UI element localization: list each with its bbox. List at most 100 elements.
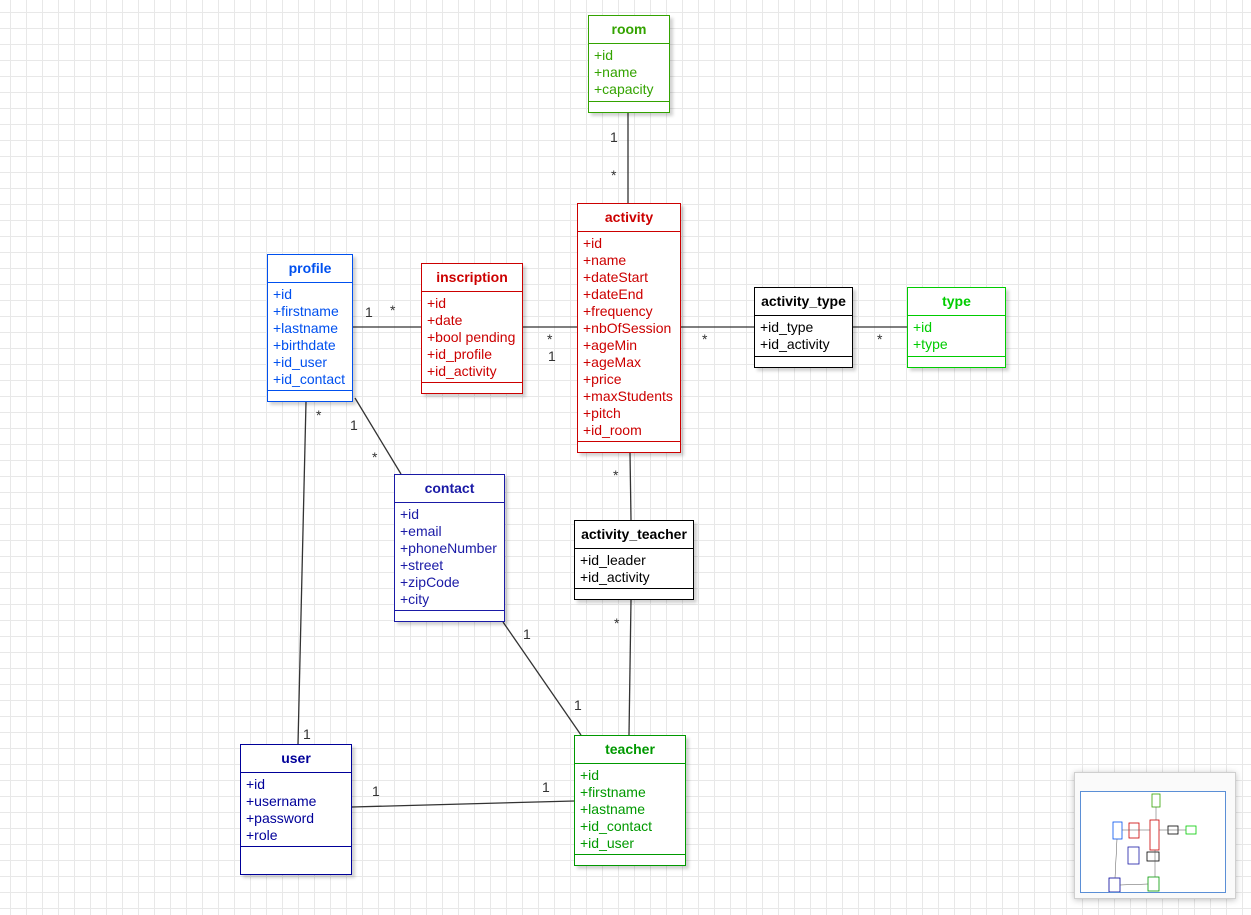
attribute: +name [594,64,638,80]
attribute: +date [427,312,463,328]
multiplicity-label: 1 [523,626,531,642]
attribute: +id_activity [580,569,650,585]
attribute-list: +id +firstname +lastname +birthdate +id_… [268,283,352,390]
attribute: +id [580,767,600,783]
multiplicity-label: 1 [574,697,582,713]
attribute: +username [246,793,317,809]
entity-methods-section [268,390,352,401]
attribute-list: +id_leader +id_activity [575,549,693,588]
attribute-list: +id +date +bool pending +id_profile +id_… [422,292,522,382]
multiplicity-label: * [390,302,396,318]
entity-teacher[interactable]: teacher +id +firstname +lastname +id_con… [574,735,686,866]
attribute: +id_profile [427,346,492,362]
attribute: +email [400,523,442,539]
attribute: +id_activity [760,336,830,352]
multiplicity-label: 1 [350,417,358,433]
attribute: +name [583,252,627,268]
entity-contact[interactable]: contact +id +email +phoneNumber +street … [394,474,505,622]
attribute: +phoneNumber [400,540,497,556]
attribute: +ageMax [583,354,641,370]
attribute: +pitch [583,405,621,421]
attribute-list: +id +username +password +role [241,773,351,846]
attribute: +password [246,810,315,826]
multiplicity-label: * [316,407,322,423]
attribute: +maxStudents [583,388,673,404]
attribute: +dateEnd [583,286,644,302]
attribute: +role [246,827,278,843]
attribute: +capacity [594,81,654,97]
entity-profile[interactable]: profile +id +firstname +lastname +birthd… [267,254,353,402]
entity-title: user [241,745,351,773]
entity-title: activity [578,204,680,232]
attribute: +id_type [760,319,814,335]
entity-methods-section [575,588,693,599]
edge-user-teacher [351,800,575,808]
attribute: +id_user [580,835,635,851]
edge-profile-contact [354,397,402,475]
entity-room[interactable]: room +id +name +capacity [588,15,670,113]
attribute: +id_leader [580,552,646,568]
multiplicity-label: * [702,331,708,347]
entity-methods-section [422,382,522,393]
attribute: +id_room [583,422,642,438]
multiplicity-label: 1 [303,726,311,742]
attribute: +firstname [273,303,339,319]
entity-methods-section [395,610,504,621]
attribute-list: +id +firstname +lastname +id_contact +id… [575,764,685,854]
attribute: +id [583,235,603,251]
entity-title: activity_type [755,288,852,316]
multiplicity-label: * [611,167,617,183]
attribute: +id [913,319,933,335]
attribute: +id [427,295,447,311]
attribute: +id [273,286,293,302]
minimap-preview [1108,793,1197,893]
attribute: +type [913,336,948,352]
attribute: +birthdate [273,337,336,353]
entity-methods-section [589,101,669,112]
entity-methods-section [578,441,680,452]
attribute-list: +id +name +capacity [589,44,669,100]
entity-methods-section [755,356,852,367]
attribute: +dateStart [583,269,648,285]
multiplicity-label: 1 [372,783,380,799]
attribute: +ageMin [583,337,638,353]
edge-activityteacher-teacher [628,599,632,736]
attribute: +zipCode [400,574,460,590]
entity-title: contact [395,475,504,503]
entity-activity-teacher[interactable]: activity_teacher +id_leader +id_activity [574,520,694,600]
entity-title: profile [268,255,352,283]
outline-minimap[interactable] [1074,772,1236,899]
entity-activity[interactable]: activity +id +name +dateStart +dateEnd +… [577,203,681,453]
entity-title: type [908,288,1005,316]
multiplicity-label: 1 [542,779,550,795]
minimap-viewport[interactable] [1080,791,1226,893]
attribute: +lastname [580,801,645,817]
attribute: +firstname [580,784,646,800]
entity-inscription[interactable]: inscription +id +date +bool pending +id_… [421,263,523,394]
multiplicity-label: 1 [365,304,373,320]
attribute-list: +id +type [908,316,1005,355]
entity-title: teacher [575,736,685,764]
attribute-list: +id +email +phoneNumber +street +zipCode… [395,503,504,610]
attribute: +lastname [273,320,338,336]
edge-profile-user [297,401,307,745]
attribute: +price [583,371,622,387]
multiplicity-label: 1 [610,129,618,145]
attribute: +street [400,557,444,573]
attribute: +id_contact [580,818,652,834]
edge-activity-activityteacher [629,452,632,521]
multiplicity-label: * [614,615,620,631]
entity-methods-section [241,846,351,874]
attribute: +id_user [273,354,328,370]
entity-activity-type[interactable]: activity_type +id_type +id_activity [754,287,853,368]
entity-title: activity_teacher [575,521,693,549]
entity-methods-section [908,356,1005,367]
entity-user[interactable]: user +id +username +password +role [240,744,352,875]
attribute: +nbOfSession [583,320,672,336]
edge-contact-teacher [502,621,582,736]
attribute: +id [400,506,420,522]
attribute: +bool pending [427,329,516,345]
entity-type[interactable]: type +id +type [907,287,1006,368]
